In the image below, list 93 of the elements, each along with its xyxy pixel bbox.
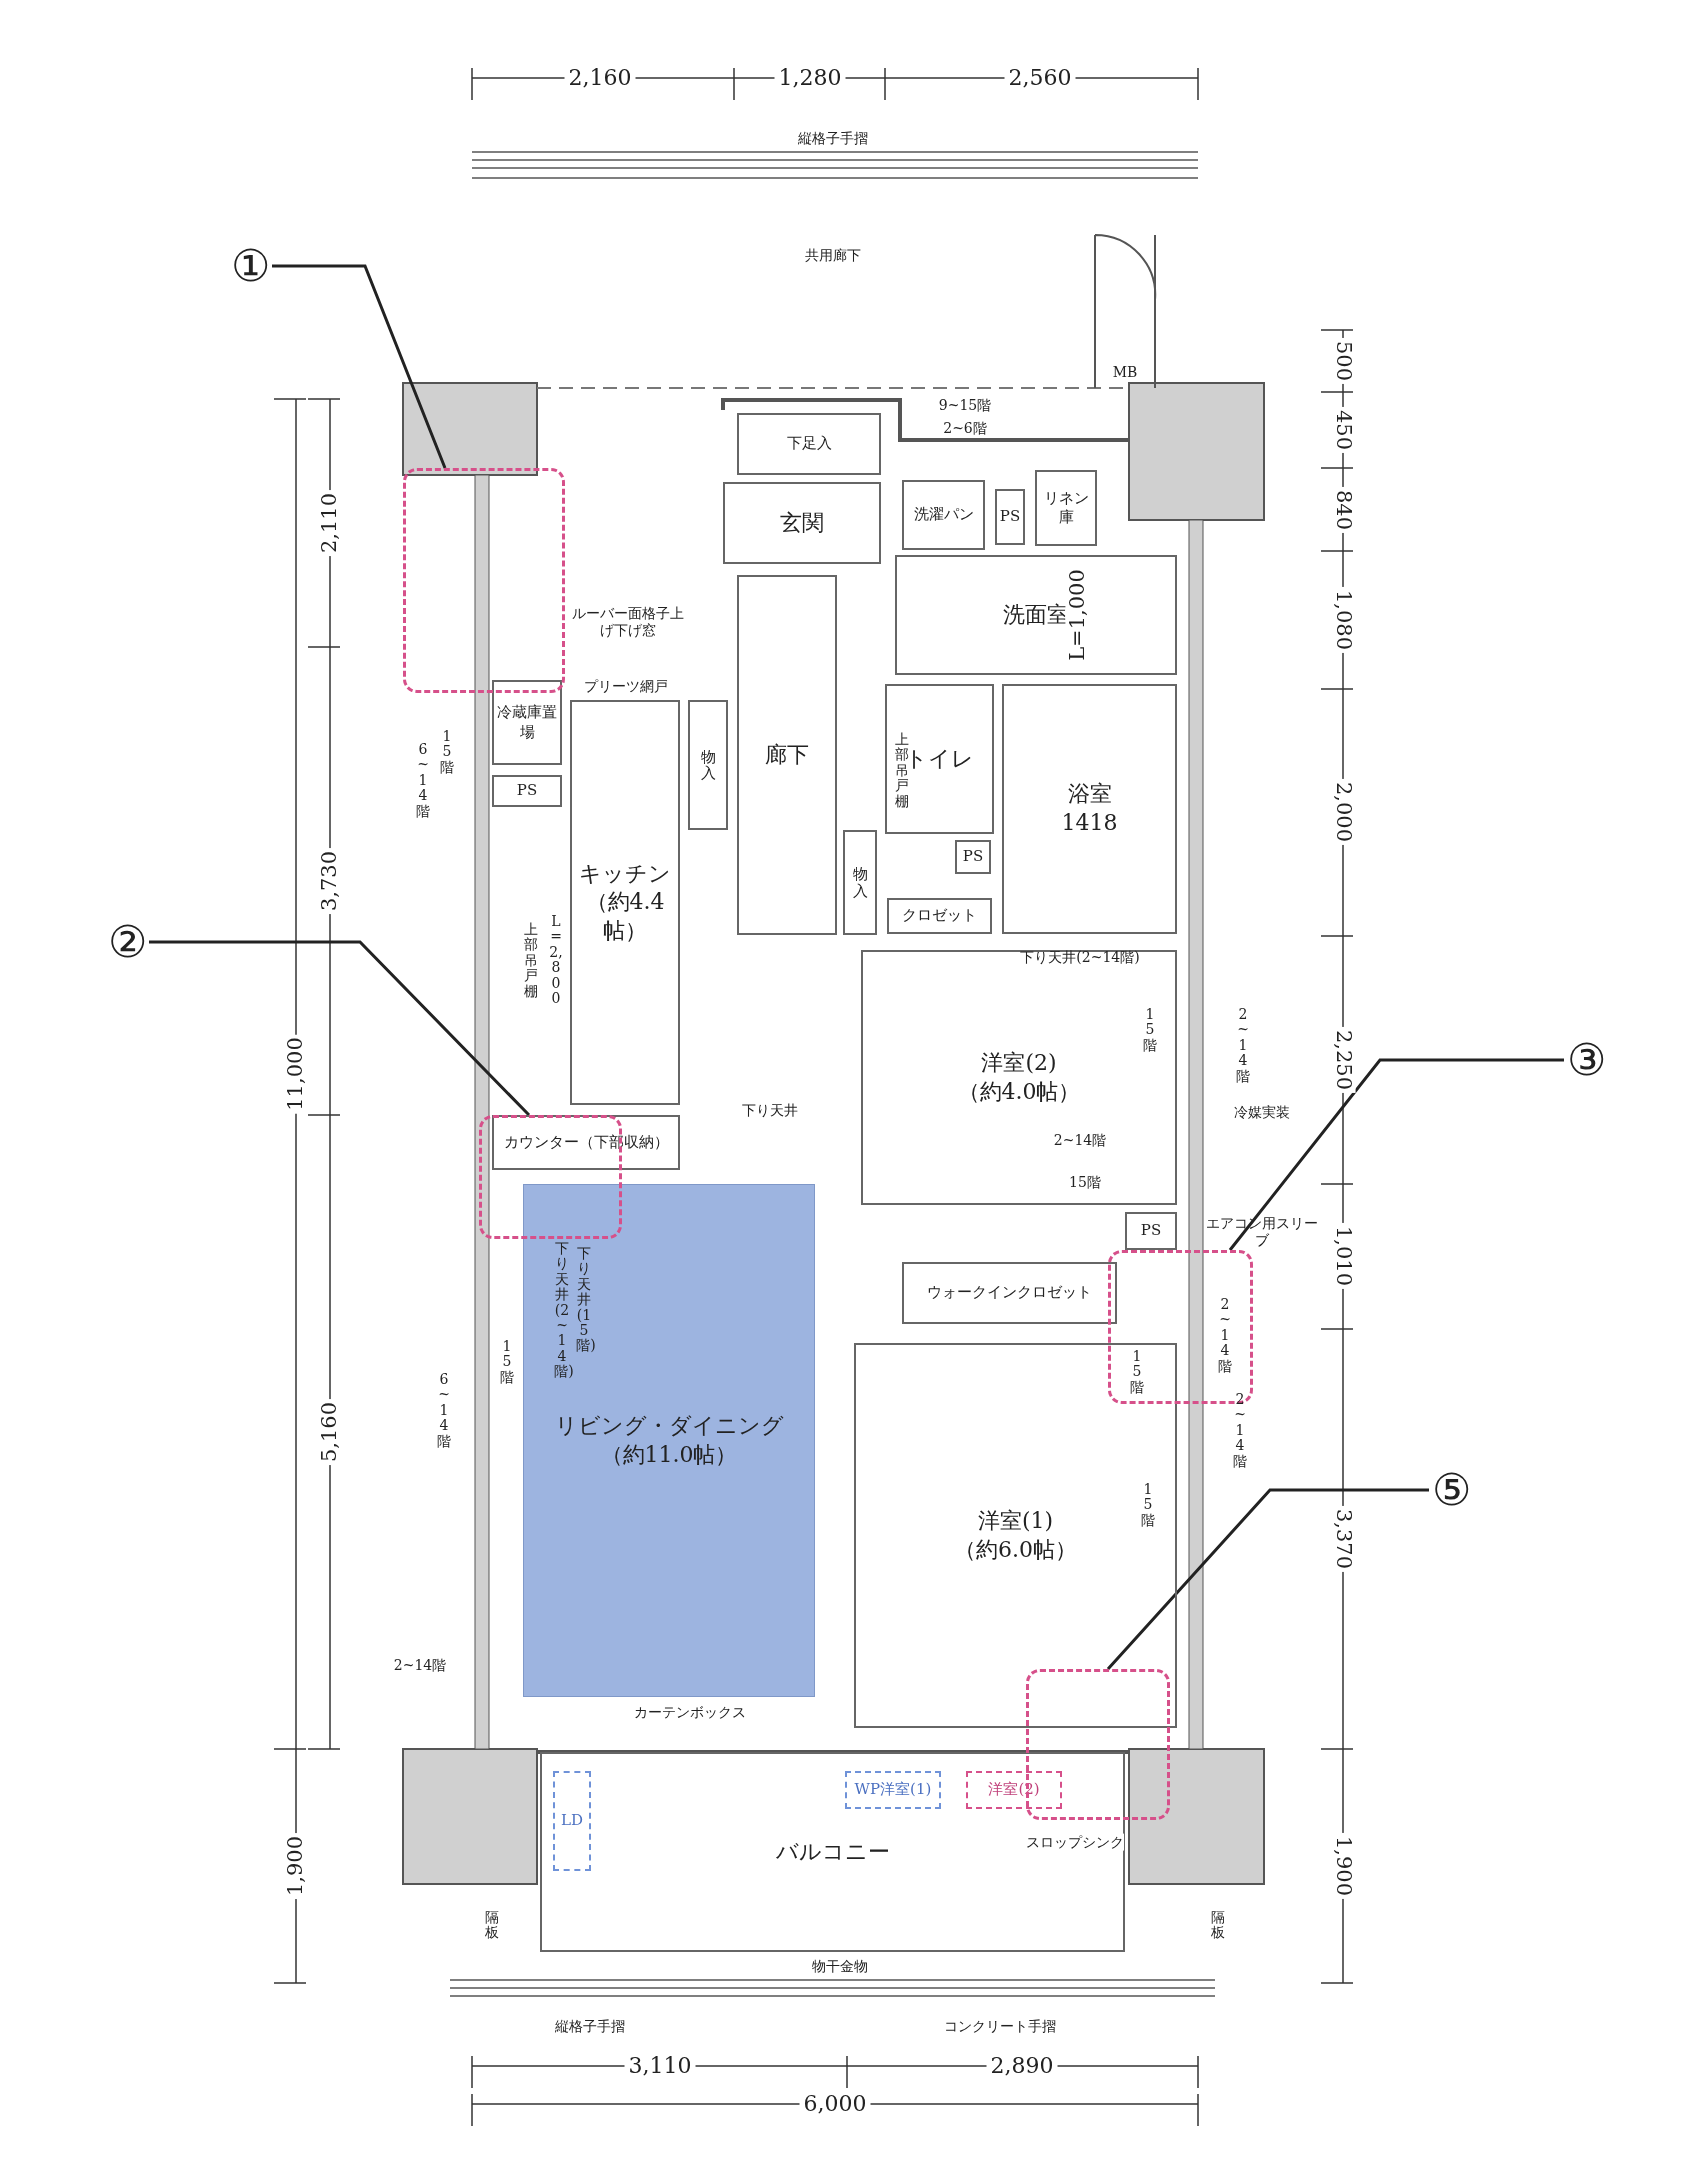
leader-line	[272, 264, 447, 469]
room-label: リビング・ダイニング	[554, 1411, 784, 1440]
room-box	[885, 684, 994, 834]
floor-note: 2~14階	[1053, 1131, 1107, 1149]
callout-label: ②	[107, 915, 147, 970]
leader-line	[1106, 1488, 1429, 1670]
room-label: バルコニー	[775, 1837, 890, 1866]
leader-line	[1228, 1058, 1564, 1251]
highlight-frame	[403, 468, 565, 693]
room-label: クロゼット	[902, 906, 977, 926]
room-label: キッチン	[579, 859, 671, 888]
fitting-label: 物干金物	[812, 1957, 868, 1975]
floor-note: 15階	[439, 728, 455, 776]
floor-note: 2~14階	[393, 1656, 447, 1674]
equipment-outline	[845, 1771, 941, 1809]
highlight-frame	[479, 1115, 622, 1239]
pipe-note: 冷媒実装	[1234, 1103, 1290, 1121]
closet-box	[887, 898, 992, 934]
storage-box	[1035, 470, 1097, 546]
handrail-label: コンクリート手摺	[944, 2017, 1056, 2035]
floor-note: 6~14階	[436, 1371, 452, 1449]
shaft-box	[995, 489, 1025, 545]
room-label: PS	[962, 847, 984, 867]
callout-label: ⑤	[1431, 1463, 1471, 1518]
room-label: 玄関	[780, 508, 824, 537]
floor-note: 6~14階	[415, 741, 431, 819]
floor-note: 2~14階	[1217, 1296, 1233, 1374]
floor-note: 15階	[1142, 1006, 1158, 1054]
room-box	[570, 700, 680, 1105]
room-label: 洗濯パン	[913, 505, 974, 525]
room-area	[523, 1184, 815, 1697]
area-label: 1418	[1061, 809, 1118, 837]
room-label: 冷蔵庫置場	[496, 703, 558, 742]
area-label: （約4.4帖）	[584, 888, 666, 945]
storage-box	[688, 700, 728, 830]
ceiling-note: 下り天井(2~14階)	[1020, 948, 1140, 966]
storage-box	[492, 680, 562, 765]
floor-note: 15階	[1069, 1173, 1101, 1191]
callout-label: ③	[1566, 1033, 1606, 1088]
cabinet-label: 上部吊戸棚	[523, 921, 539, 999]
floor-note: 15階	[1129, 1348, 1145, 1396]
room-label: 洋室(2)	[981, 1048, 1057, 1077]
room-label: PS	[1140, 1221, 1162, 1241]
area-label: （約4.0帖）	[957, 1077, 1081, 1106]
storage-box	[843, 830, 877, 935]
ceiling-note: 下り天井	[742, 1101, 798, 1119]
room-label: 浴室	[1067, 780, 1112, 809]
screen-label: プリーツ網戸	[584, 677, 668, 695]
callout-label: ①	[230, 239, 270, 294]
area-label: （約6.0帖）	[954, 1535, 1077, 1564]
room-label: 下足入	[786, 434, 832, 454]
room-label: WP洋室(1)	[854, 1780, 932, 1800]
shaft-box	[955, 840, 991, 874]
partition-label: 隔板	[1210, 1909, 1226, 1941]
floor-note: 15階	[1140, 1481, 1156, 1529]
curtain-box-label: カーテンボックス	[634, 1703, 746, 1721]
room-label: 洋室(1)	[977, 1506, 1054, 1535]
room-label: 物入	[699, 748, 717, 782]
window-label: ルーバー面格子上げ下げ窓	[571, 605, 685, 639]
room-box	[737, 575, 837, 935]
equipment-outline	[966, 1771, 1062, 1809]
floor-note: 9~15階	[938, 396, 992, 414]
floor-note: 2~6階	[943, 419, 987, 437]
leader-line	[149, 940, 531, 1117]
room-box	[854, 1343, 1177, 1728]
room-label: リネン庫	[1042, 488, 1090, 528]
room-label: PS	[999, 507, 1021, 527]
sink-label: スロップシンク	[1026, 1833, 1124, 1851]
area-label: （約11.0帖）	[600, 1440, 738, 1469]
room-label: PS	[516, 781, 538, 801]
storage-box	[737, 413, 881, 475]
room-box	[723, 482, 881, 564]
room-label: 物入	[851, 866, 869, 899]
room-box	[895, 555, 1177, 675]
partition-label: 隔板	[484, 1909, 500, 1941]
room-label: 廊下	[765, 740, 809, 769]
shaft-box	[1125, 1212, 1177, 1250]
floor-note: 2~14階	[1235, 1006, 1251, 1084]
meter-box-label: MB	[1112, 363, 1138, 381]
length-label: L=2,800	[548, 913, 564, 1007]
room-box	[861, 950, 1177, 1205]
laundry-pan-box	[902, 480, 985, 550]
handrail-label: 縦格子手摺	[555, 2017, 625, 2035]
room-label: LD	[561, 1811, 583, 1831]
highlight-frame	[1108, 1250, 1253, 1404]
room-box	[1002, 684, 1177, 934]
closet-box	[902, 1262, 1117, 1324]
area-label: 共用廊下	[805, 246, 861, 264]
room-label: ウォークインクロゼット	[927, 1283, 1092, 1303]
shaft-box	[492, 775, 562, 807]
equipment-outline	[553, 1771, 591, 1871]
counter-box	[492, 1115, 680, 1170]
handrail-label: 縦格子手摺	[798, 129, 868, 147]
